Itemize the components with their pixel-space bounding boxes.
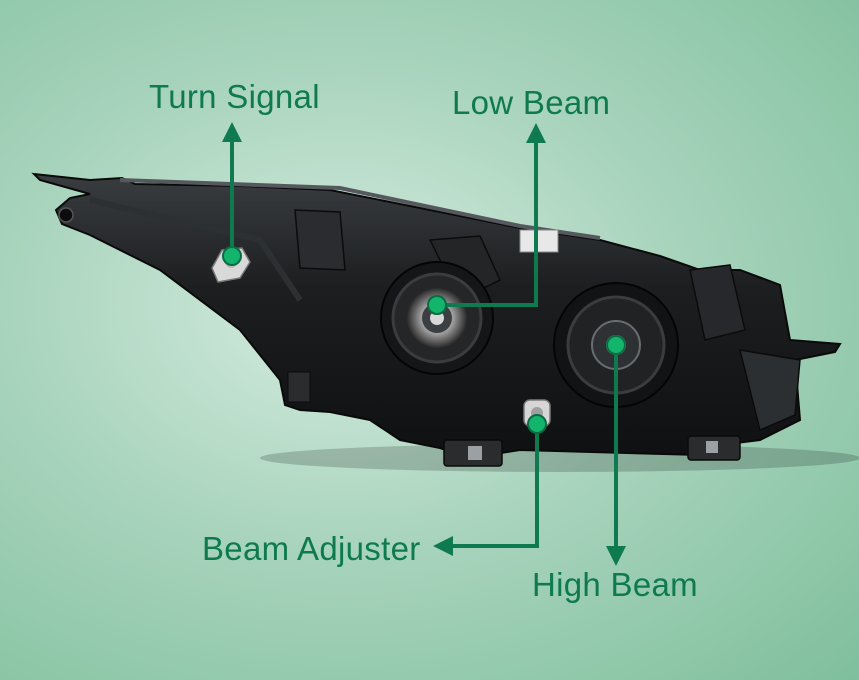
turn-signal-label: Turn Signal <box>149 78 320 115</box>
beam-adjuster-leader <box>433 424 539 556</box>
low-beam-assembly <box>380 261 494 375</box>
low-beam-marker-dot <box>427 295 447 315</box>
low-beam-leader <box>437 123 546 307</box>
low-beam-label: Low Beam <box>452 84 611 121</box>
beam-adjuster-label: Beam Adjuster <box>202 530 421 567</box>
callouts <box>222 122 626 566</box>
turn-signal-marker-dot <box>222 246 242 266</box>
high-beam-marker-dot <box>606 335 626 355</box>
high-beam-label: High Beam <box>532 566 698 603</box>
beam-adjuster-marker-dot <box>527 414 547 434</box>
